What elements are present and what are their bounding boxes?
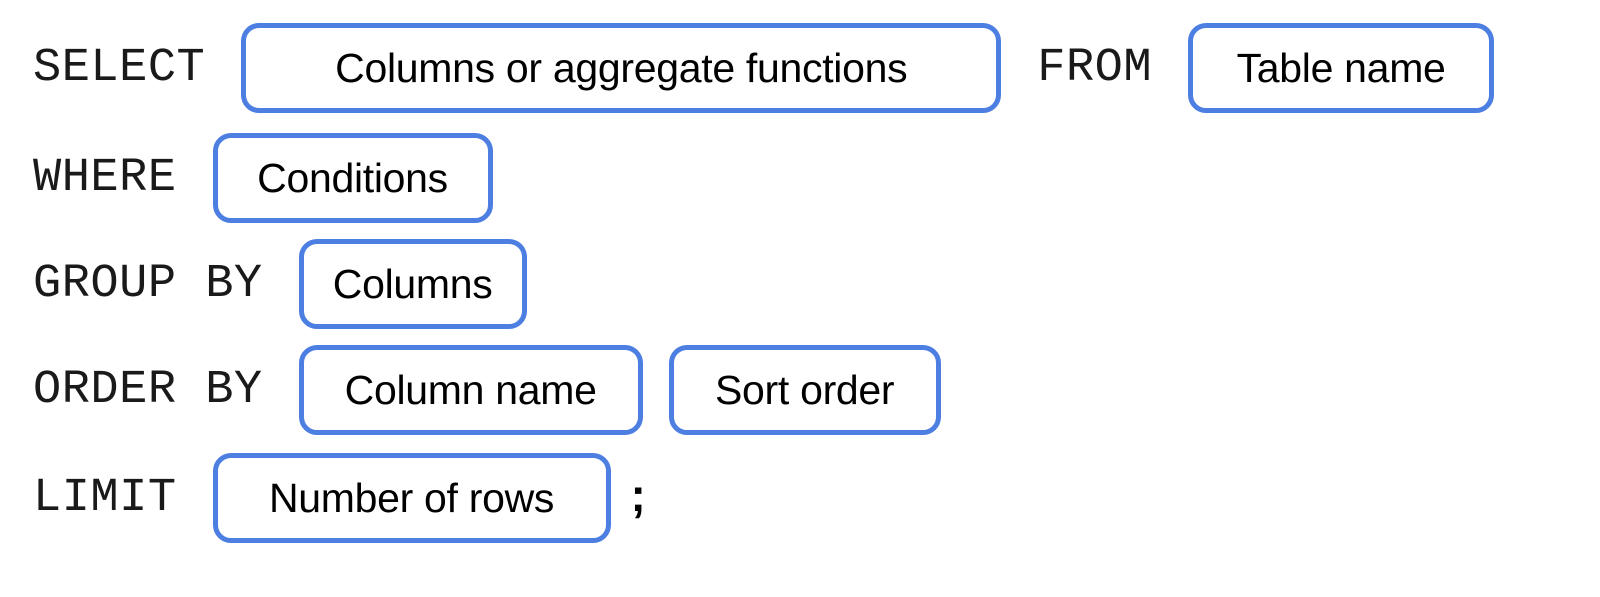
slot-label-where-conditions: Conditions [257, 154, 448, 201]
clause-row-group-by: GROUP BY Columns [0, 238, 527, 330]
clause-row-order-by: ORDER BY Column name Sort order [0, 344, 941, 436]
slot-select-expression[interactable]: Columns or aggregate functions [241, 23, 1002, 113]
slot-label-order-by-direction: Sort order [714, 366, 895, 413]
clause-row-select: SELECT Columns or aggregate functions FR… [0, 22, 1495, 114]
slot-label-limit-rows: Number of rows [268, 474, 555, 521]
slot-order-by-column[interactable]: Column name [298, 345, 643, 435]
slot-label-order-by-column: Column name [344, 366, 597, 413]
keyword-select: SELECT [33, 41, 206, 95]
slot-label-table-name: Table name [1236, 44, 1446, 91]
slot-where-conditions[interactable]: Conditions [212, 133, 493, 223]
keyword-group-by: GROUP BY [33, 257, 263, 311]
clause-row-limit: LIMIT Number of rows ; [0, 452, 646, 544]
slot-group-by-columns[interactable]: Columns [298, 239, 527, 329]
slot-order-by-direction[interactable]: Sort order [668, 345, 941, 435]
statement-terminator-semicolon: ; [630, 469, 646, 521]
keyword-where: WHERE [33, 151, 177, 205]
keyword-from: FROM [1037, 41, 1153, 95]
slot-label-select-expression: Columns or aggregate functions [335, 44, 908, 91]
keyword-order-by: ORDER BY [33, 363, 263, 417]
slot-limit-rows[interactable]: Number of rows [212, 453, 611, 543]
clause-row-where: WHERE Conditions [0, 132, 493, 224]
keyword-limit: LIMIT [33, 471, 177, 525]
slot-table-name[interactable]: Table name [1188, 23, 1495, 113]
slot-label-group-by-columns: Columns [332, 260, 493, 307]
